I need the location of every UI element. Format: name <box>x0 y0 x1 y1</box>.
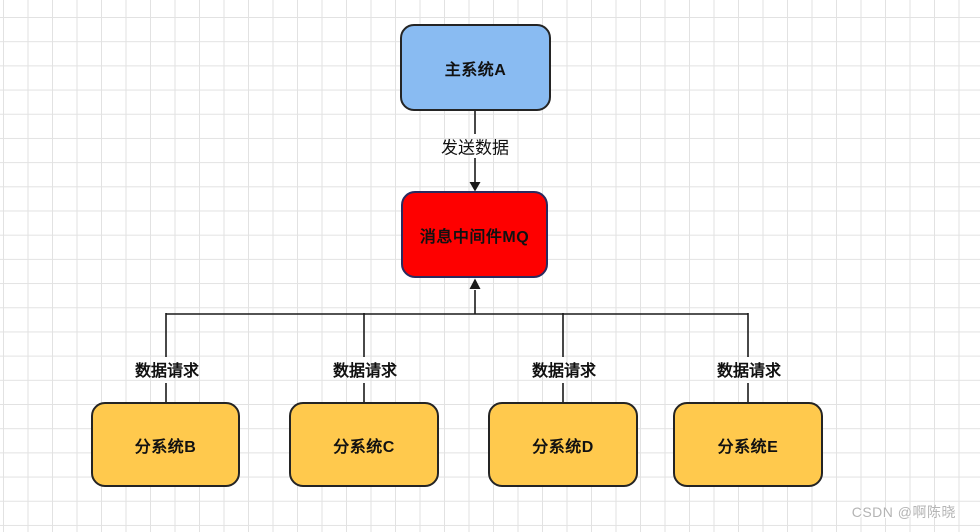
node-subsystem-e: 分系统E <box>673 402 823 487</box>
watermark-text: CSDN @啊陈晓 <box>851 504 956 520</box>
node-main-system-a: 主系统A <box>400 24 551 111</box>
node-subsystem-d: 分系统D <box>488 402 638 487</box>
node-mq-middleware-label: 消息中间件MQ <box>419 228 530 246</box>
node-subsystem-e-label: 分系统E <box>717 438 779 456</box>
node-subsystem-d-label: 分系统D <box>532 438 594 456</box>
arrowhead-up-icon <box>469 278 481 289</box>
node-subsystem-c: 分系统C <box>289 402 439 487</box>
node-mq-middleware: 消息中间件MQ <box>401 191 548 278</box>
edge-label-data-request-b: 数据请求 <box>134 363 200 380</box>
node-main-system-a-label: 主系统A <box>444 61 507 79</box>
node-subsystem-b-label: 分系统B <box>134 438 197 456</box>
edge-label-data-request-d: 数据请求 <box>531 363 597 380</box>
edge-label-data-request-e: 数据请求 <box>716 363 782 380</box>
edge-label-send-data: 发送数据 <box>441 138 509 158</box>
node-subsystem-c-label: 分系统C <box>333 438 395 456</box>
edge-label-data-request-c: 数据请求 <box>332 363 398 380</box>
node-subsystem-b: 分系统B <box>91 402 240 487</box>
